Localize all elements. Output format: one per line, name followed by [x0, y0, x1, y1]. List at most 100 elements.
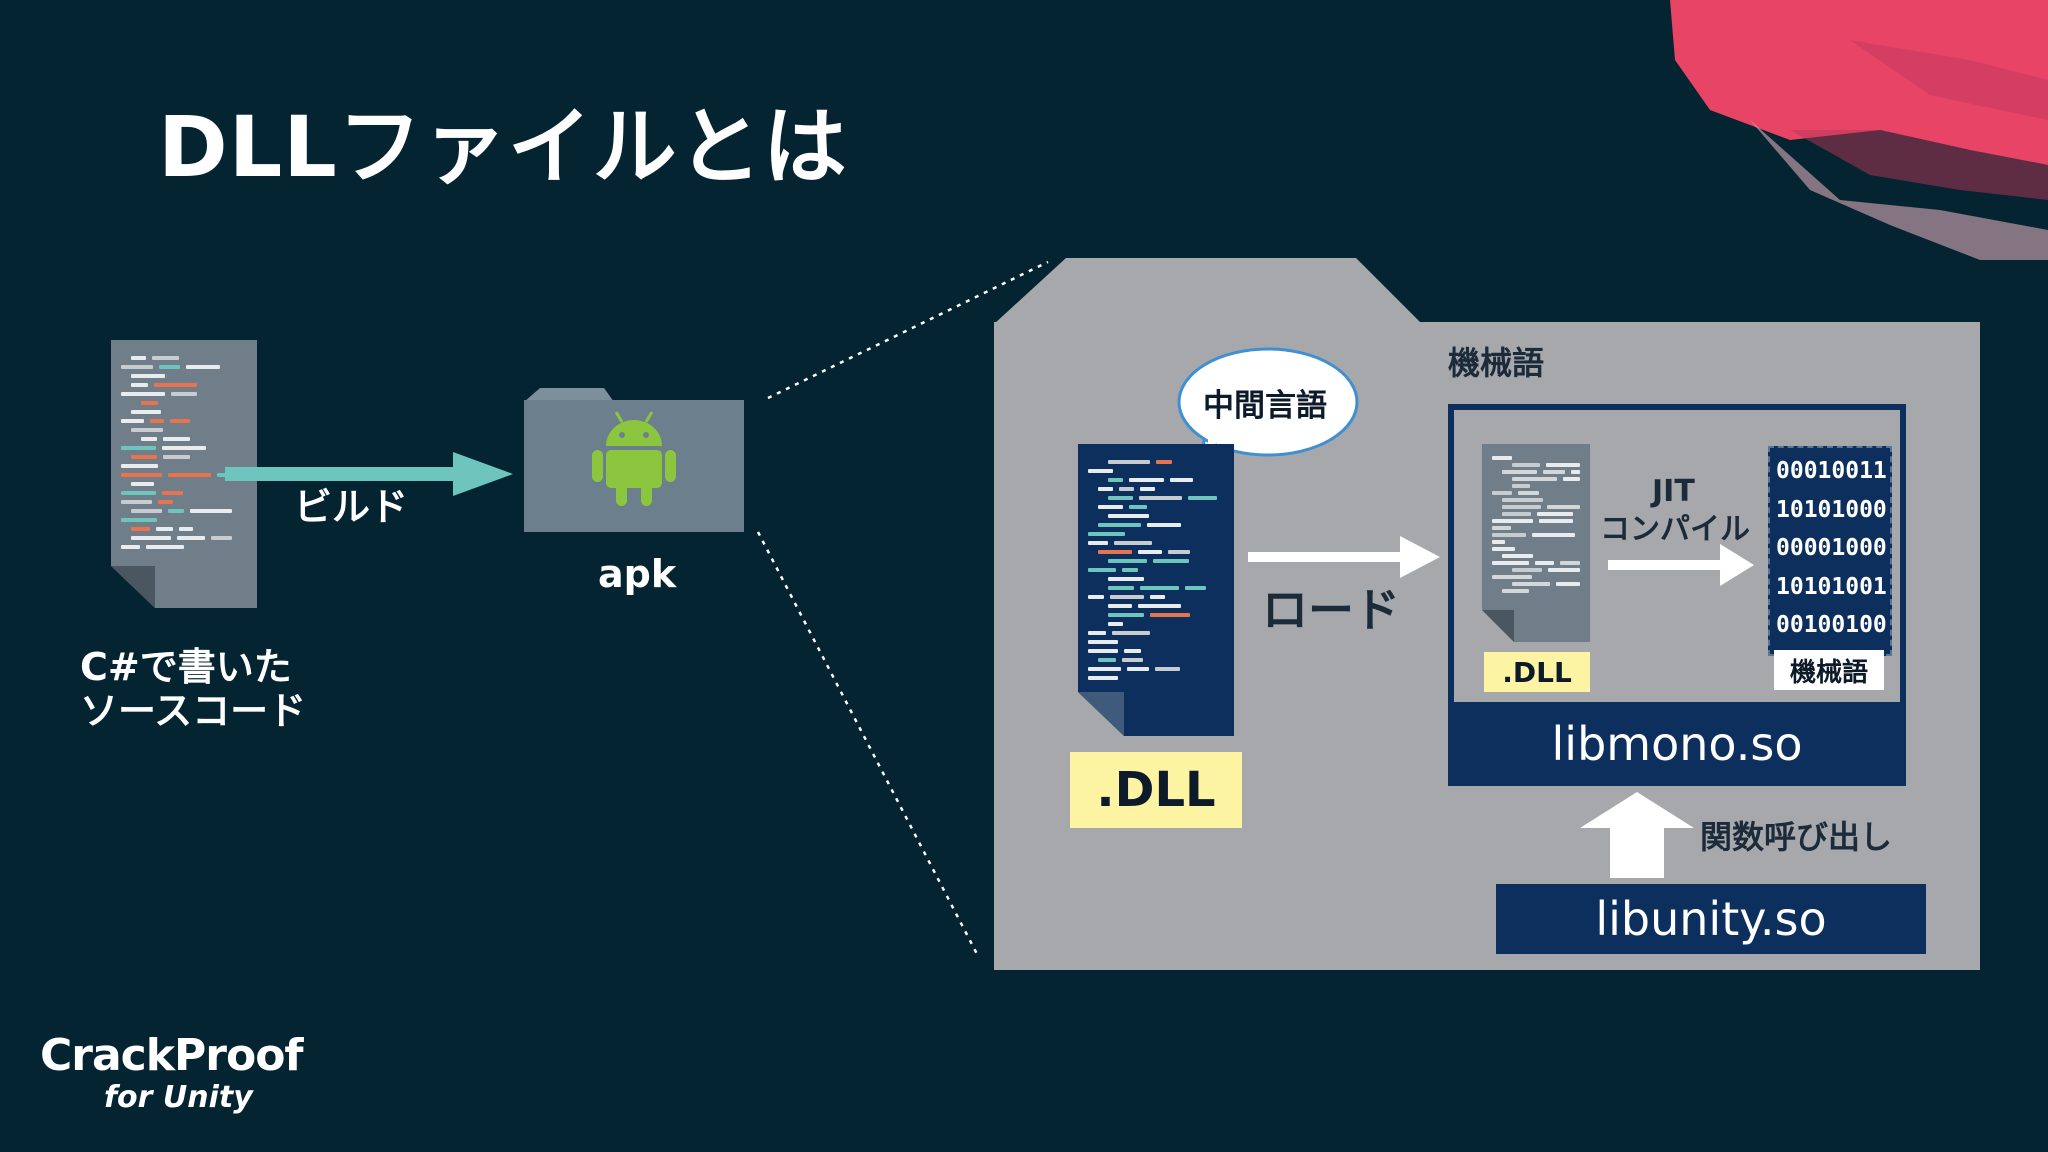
code-line: [152, 356, 179, 360]
code-line: [1188, 496, 1217, 500]
machine-code-header: 機械語: [1448, 344, 1545, 382]
code-line: [1112, 631, 1150, 635]
code-line: [1150, 613, 1190, 617]
code-line: [1492, 456, 1512, 460]
code-line: [162, 491, 183, 495]
code-line: [1139, 496, 1182, 500]
code-line: [1502, 554, 1533, 558]
code-line: [1502, 589, 1529, 593]
code-line: [1563, 477, 1580, 481]
code-line: [146, 545, 184, 549]
code-line: [159, 365, 180, 369]
libunity-box: libunity.so: [1496, 884, 1926, 954]
code-line: [1512, 484, 1530, 488]
code-line: [150, 419, 164, 423]
code-line: [1108, 496, 1133, 500]
build-label: ビルド: [294, 485, 409, 529]
code-line: [131, 356, 146, 360]
code-line: [156, 527, 173, 531]
code-line: [1492, 526, 1511, 530]
code-line: [171, 392, 197, 396]
code-line: [1556, 582, 1580, 586]
speech-bubble-text: 中間言語: [1203, 388, 1327, 424]
android-icon: [592, 411, 676, 506]
code-line: [121, 464, 158, 468]
code-line: [1153, 559, 1189, 563]
code-line: [121, 545, 140, 549]
code-line: [121, 473, 162, 477]
code-line: [1502, 470, 1537, 474]
code-line: [1088, 541, 1108, 545]
code-line: [131, 527, 150, 531]
code-line: [177, 536, 205, 540]
libmono-label: libmono.so: [1551, 717, 1803, 771]
code-line: [1108, 514, 1149, 518]
small-dll-document: [1482, 444, 1590, 642]
code-line: [1512, 463, 1540, 467]
code-line: [1502, 498, 1543, 502]
code-line: [131, 428, 163, 432]
binary-block: 00010011 10101000 00001000 10101001 0010…: [1768, 446, 1892, 656]
code-line: [1502, 512, 1531, 516]
source-code-label-line2: ソースコード: [80, 689, 307, 733]
code-line: [1098, 487, 1113, 491]
source-code-label-line1: C#で書いた: [80, 645, 292, 689]
code-line: [162, 446, 206, 450]
code-line: [1532, 533, 1575, 537]
code-line: [163, 455, 190, 459]
code-line: [1108, 460, 1150, 464]
code-line: [1108, 478, 1123, 482]
code-line: [1114, 541, 1152, 545]
code-line: [131, 455, 157, 459]
code-line: [211, 536, 232, 540]
code-line: [1547, 505, 1580, 509]
code-line: [1098, 505, 1123, 509]
code-line: [1140, 586, 1179, 590]
code-line: [1108, 622, 1123, 626]
code-line: [1108, 559, 1147, 563]
code-line: [1537, 512, 1573, 516]
binary-line: 10101000: [1776, 496, 1887, 523]
code-line: [1129, 505, 1147, 509]
code-line: [1168, 550, 1190, 554]
binary-line: 00100100: [1776, 612, 1887, 638]
code-line: [121, 446, 156, 450]
machine-code-tag: 機械語: [1774, 650, 1884, 690]
code-line: [158, 500, 173, 504]
code-line: [1492, 547, 1515, 551]
code-line: [1535, 561, 1554, 565]
code-line: [1502, 505, 1541, 509]
code-line: [1155, 667, 1180, 671]
code-line: [131, 509, 162, 513]
code-line: [1108, 586, 1134, 590]
code-line: [1110, 595, 1144, 599]
code-line: [1492, 519, 1533, 523]
binary-line: 10101001: [1776, 573, 1887, 600]
code-line: [1147, 523, 1181, 527]
code-line: [1140, 487, 1155, 491]
apk-label: apk: [598, 552, 677, 596]
code-line: [168, 509, 184, 513]
build-arrow: [225, 452, 513, 496]
code-line: [168, 473, 211, 477]
code-line: [1138, 550, 1162, 554]
code-line: [121, 392, 165, 396]
code-line: [1129, 478, 1164, 482]
code-line: [1122, 568, 1138, 572]
code-line: [190, 509, 232, 513]
code-line: [1119, 487, 1134, 491]
crackproof-logo-sub: for Unity: [104, 1080, 253, 1115]
function-call-label: 関数呼び出し: [1700, 818, 1893, 856]
code-line: [186, 365, 220, 369]
code-line: [1138, 604, 1181, 608]
code-line: [1098, 523, 1141, 527]
small-dll-tag: .DLL: [1484, 652, 1590, 692]
code-line: [1546, 463, 1580, 467]
code-line: [141, 437, 157, 441]
jit-label: JIT: [1652, 474, 1695, 509]
code-line: [1548, 568, 1580, 572]
code-line: [179, 527, 193, 531]
speech-bubble: [1177, 347, 1359, 464]
code-line: [1492, 561, 1529, 565]
